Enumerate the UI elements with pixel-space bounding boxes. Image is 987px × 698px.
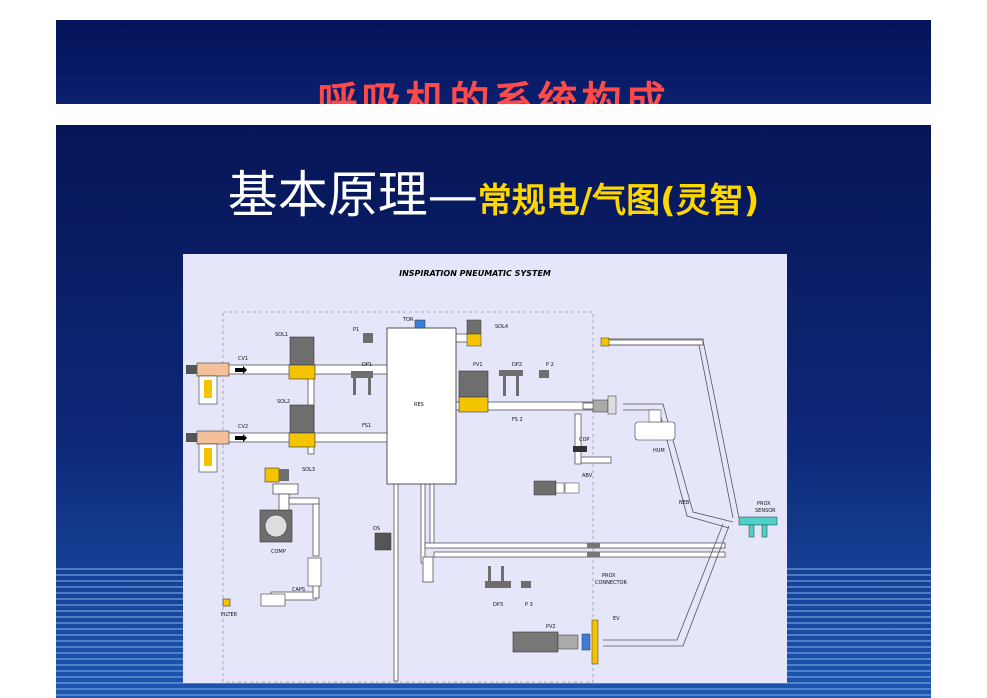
inlet-filter-2 — [186, 430, 230, 473]
prox-connector-2 — [587, 552, 600, 557]
dp2-sensor — [499, 370, 523, 376]
label-caps: CAPS — [292, 587, 305, 593]
diagram-heading: INSPIRATION PNEUMATIC SYSTEM — [399, 269, 551, 278]
label-os: OS — [373, 526, 380, 532]
label-cop: COP — [579, 437, 589, 443]
sol4-valve — [466, 319, 482, 335]
label-cv1: CV1 — [238, 356, 248, 362]
sol3-actuator — [279, 469, 289, 481]
prox-connector-1 — [587, 543, 600, 548]
p1-sensor — [363, 333, 373, 343]
label-neb: NEB — [679, 500, 690, 506]
label-comp: COMP — [271, 549, 286, 555]
pneumatic-diagram: INSPIRATION PNEUMATIC SYSTEM — [183, 254, 787, 683]
sol3-valve — [264, 467, 280, 483]
label-p3: P 3 — [525, 602, 533, 608]
label-fs1: FS1 — [362, 423, 371, 429]
label-p1: P1 — [353, 327, 359, 333]
caps-unit — [307, 557, 322, 587]
label-ev: EV — [613, 616, 620, 622]
slide-title-main: 基本原理— — [227, 166, 478, 224]
dp3-sensor — [485, 581, 511, 588]
label-cv2: CV2 — [238, 424, 248, 430]
patient-circuit — [603, 339, 740, 647]
label-sol3: SOL3 — [302, 467, 315, 473]
slide-top-title: 呼吸机的系统构成 — [317, 79, 670, 104]
label-dp3: DP3 — [493, 602, 503, 608]
label-sol4: SOL4 — [495, 324, 508, 330]
slide-main: 基本原理—常规电/气图(灵智) INSPIRATION PNEUMATIC SY… — [56, 125, 931, 698]
slide-top: 呼吸机的系统构成 — [56, 20, 931, 104]
pv1-valve — [458, 370, 489, 398]
label-filter: FILTER — [221, 612, 238, 618]
label-res: RES — [414, 402, 424, 408]
p3-sensor — [521, 581, 531, 588]
abv-valve — [533, 480, 557, 496]
label-prox-sensor-1: PROX — [757, 501, 771, 507]
label-hum: HUM — [653, 448, 665, 454]
pv2-valve — [512, 631, 559, 653]
compressor — [259, 509, 293, 543]
label-tor: TOR — [402, 317, 414, 323]
slide-title: 基本原理—常规电/气图(灵智) — [56, 155, 931, 227]
sol2-valve — [288, 404, 316, 448]
intake-filter-icon — [222, 598, 231, 607]
label-sol2: SOL2 — [277, 399, 290, 405]
label-sol1: SOL1 — [275, 332, 288, 338]
tor-valve — [414, 319, 426, 329]
sol1-valve — [288, 336, 316, 380]
label-prox-connector-2: CONNECTOR — [595, 580, 628, 586]
prox-sensor — [738, 516, 778, 538]
label-abv: ABV — [582, 473, 593, 479]
label-dp1: DP1 — [362, 362, 372, 368]
inspiratory-filter — [600, 337, 610, 347]
inspiratory-connector — [592, 399, 609, 413]
label-fs2: FS 2 — [512, 417, 523, 423]
p2-sensor — [539, 370, 549, 378]
label-prox-connector-1: PROX — [602, 573, 616, 579]
pneumatic-diagram-svg: INSPIRATION PNEUMATIC SYSTEM — [186, 269, 778, 683]
os-sensor — [374, 532, 392, 551]
flow-arrow-icon — [235, 366, 247, 442]
cop-sensor — [573, 446, 587, 452]
label-dp2: DP2 — [512, 362, 522, 368]
label-prox-sensor-2: SENSOR — [755, 508, 776, 514]
module-boundary — [222, 311, 594, 683]
inlet-filter-1 — [186, 362, 230, 405]
humidifier — [634, 421, 676, 441]
intake-filter-body — [260, 593, 286, 607]
label-pv2: PV2 — [546, 624, 556, 630]
res-tank — [386, 327, 457, 485]
label-p2: P 2 — [546, 362, 554, 368]
dp1-sensor — [351, 371, 373, 378]
label-pv1: PV1 — [473, 362, 483, 368]
ev-valve — [581, 633, 591, 651]
slide-title-sub: 常规电/气图(灵智) — [477, 181, 760, 221]
